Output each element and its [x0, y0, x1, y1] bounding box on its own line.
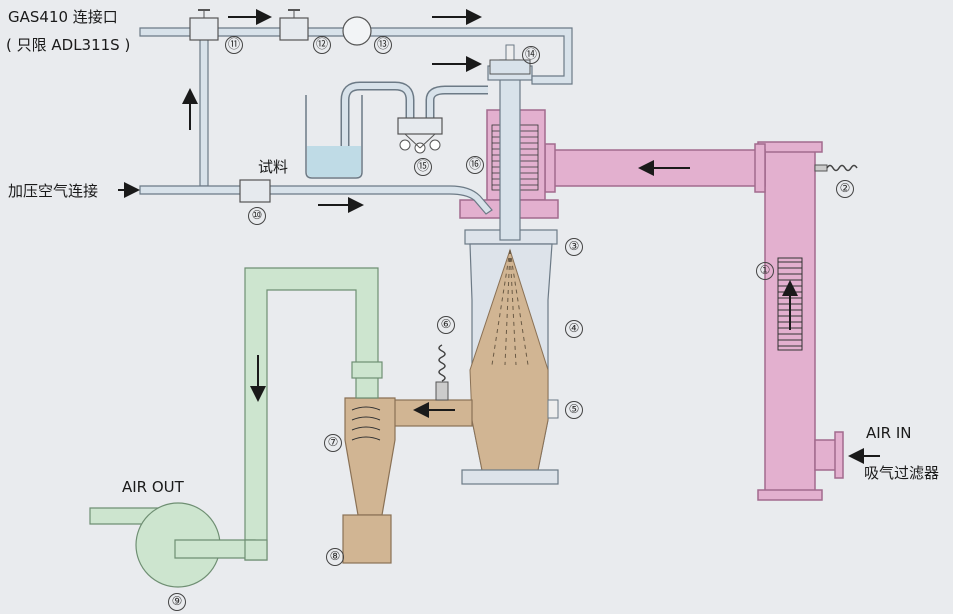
sample-label: 试料 [258, 158, 289, 176]
air-out-label: AIR OUT [122, 478, 184, 496]
callout-5: ⑤ [565, 401, 583, 419]
flow-arrows [118, 9, 880, 464]
peristaltic-pump-icon [397, 117, 443, 154]
callout-12: ⑫ [313, 36, 331, 54]
callout-3: ③ [565, 238, 583, 256]
valve-10-icon [239, 179, 271, 203]
drying-chamber [461, 229, 559, 485]
temperature-sensor-icon [814, 164, 858, 172]
air-heater-column [757, 141, 844, 501]
gas-supply-line [139, 27, 573, 215]
valve-12-icon [279, 9, 309, 41]
callout-7: ⑦ [324, 434, 342, 452]
callout-6: ⑥ [437, 316, 455, 334]
flow-meter-13-icon [342, 16, 372, 46]
callout-14: ⑭ [522, 46, 540, 64]
sample-beaker [305, 95, 363, 179]
callout-8: ⑧ [326, 548, 344, 566]
cyclone-separator [342, 397, 473, 564]
intake-filter-label: 吸气过滤器 [864, 464, 940, 482]
hot-air-duct [544, 143, 766, 193]
callout-11: ⑪ [225, 36, 243, 54]
callout-10: ⑩ [248, 207, 266, 225]
callout-4: ④ [565, 320, 583, 338]
callout-9: ⑨ [168, 593, 186, 611]
callout-15: ⑮ [414, 158, 432, 176]
gas-port-label: GAS410 连接口 [8, 8, 118, 26]
pressurized-air-label: 加压空气连接 [8, 182, 99, 200]
gas-port-note: ( 只限 ADL311S ) [6, 36, 131, 54]
callout-13: ⑬ [374, 36, 392, 54]
nozzle-fitting-14-icon [489, 59, 531, 75]
valve-11-icon [189, 9, 219, 41]
outlet-temperature-sensor-icon [435, 344, 449, 401]
air-in-label: AIR IN [866, 424, 912, 442]
callout-1: ① [756, 262, 774, 280]
exhaust-duct [89, 267, 383, 588]
callout-16: ⑯ [466, 156, 484, 174]
callout-2: ② [836, 180, 854, 198]
